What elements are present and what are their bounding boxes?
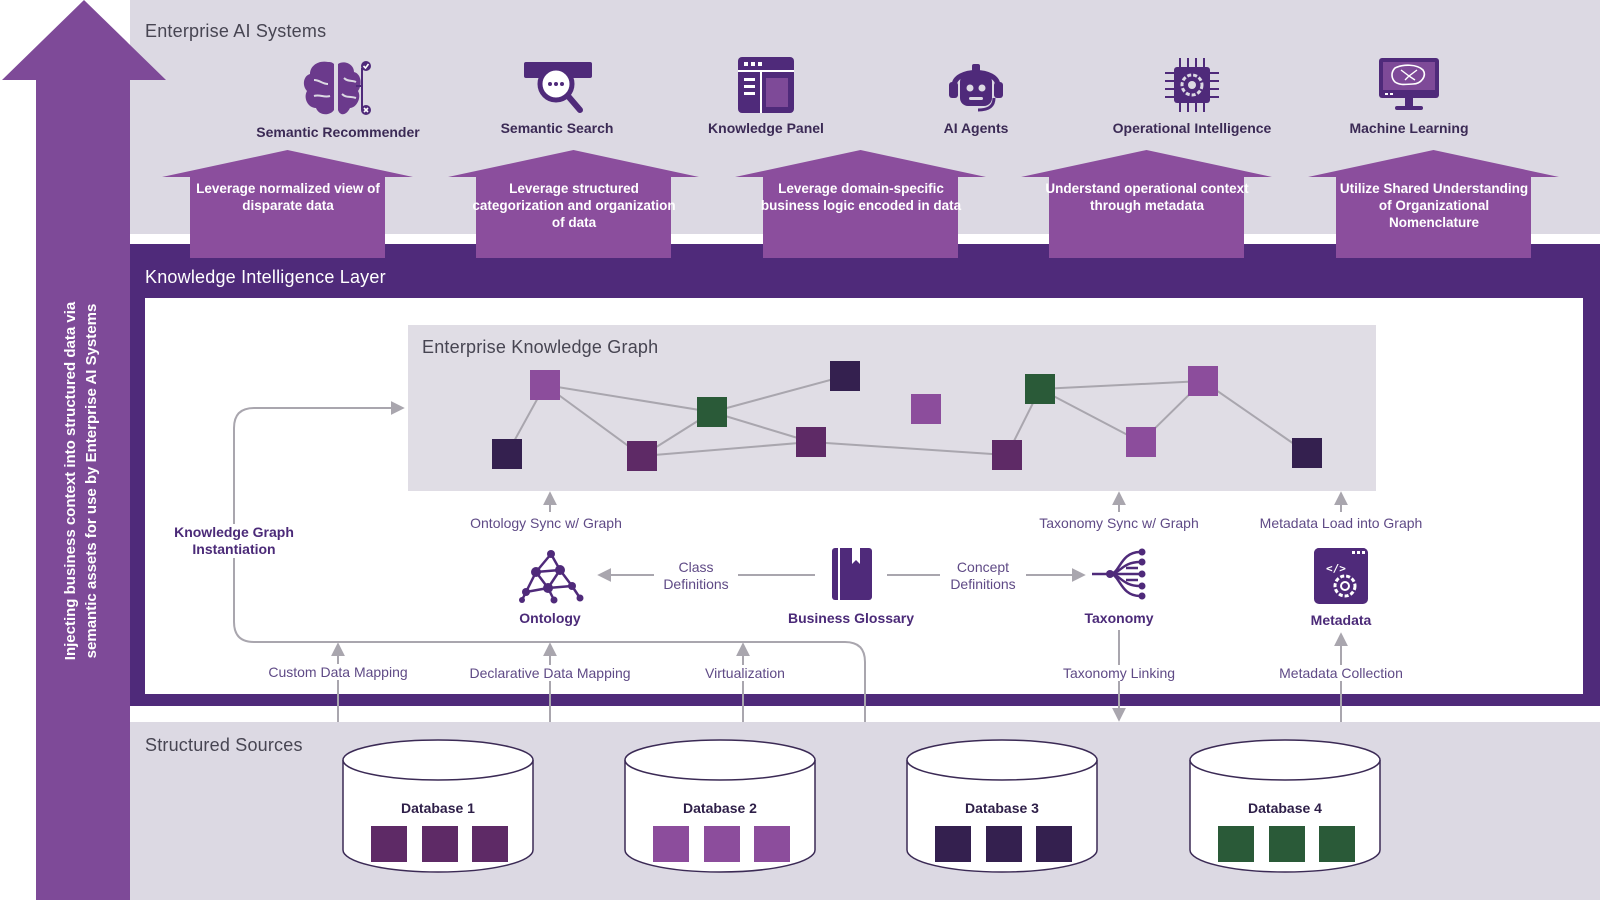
value-prop-text: Utilize Shared Understanding of Organiza… xyxy=(1339,181,1529,230)
tree-branch-icon xyxy=(1092,548,1146,600)
graph-node xyxy=(830,361,860,391)
data-block xyxy=(1218,826,1254,862)
database-label: Database 3 xyxy=(965,800,1039,816)
graph-node xyxy=(530,370,560,400)
graph-node xyxy=(627,441,657,471)
tool-label-taxonomy: Taxonomy xyxy=(1084,610,1154,626)
data-block xyxy=(371,826,407,862)
section-title-structured-sources: Structured Sources xyxy=(145,735,303,755)
code-gear-icon: </> xyxy=(1314,548,1368,604)
flow-label-taxonomy-sync: Taxonomy Sync w/ Graph xyxy=(1036,515,1202,531)
graph-node xyxy=(1126,427,1156,457)
book-icon xyxy=(832,548,872,600)
robot-headset-icon xyxy=(949,64,1003,112)
flow-label-metadata-load: Metadata Load into Graph xyxy=(1256,515,1426,531)
database-label: Database 4 xyxy=(1248,800,1322,816)
section-title-enterprise-ai: Enterprise AI Systems xyxy=(145,21,327,41)
ai-system-label: Operational Intelligence xyxy=(1112,120,1272,136)
data-block xyxy=(1036,826,1072,862)
graph-node xyxy=(796,427,826,457)
value-prop-text: Leverage domain-specific business logic … xyxy=(760,181,962,213)
ai-system-label: Semantic Search xyxy=(500,120,614,136)
data-block xyxy=(935,826,971,862)
value-prop-arrow: Leverage normalized view of disparate da… xyxy=(160,150,415,258)
value-prop-arrow: Utilize Shared Understanding of Organiza… xyxy=(1306,150,1561,258)
database-cylinder: Database 2 xyxy=(623,738,817,878)
value-prop-text: Understand operational context through m… xyxy=(1045,181,1249,213)
graph-node xyxy=(1292,438,1322,468)
flow-label-metadata-collection: Metadata Collection xyxy=(1276,665,1406,681)
section-title-knowledge-layer: Knowledge Intelligence Layer xyxy=(145,267,386,287)
graph-node xyxy=(992,440,1022,470)
value-prop-arrow: Leverage structured categorization and o… xyxy=(446,150,701,258)
value-prop-arrow: Leverage domain-specific business logic … xyxy=(733,150,988,258)
database-cylinder: Database 3 xyxy=(905,738,1099,878)
flow-label-ontology-sync: Ontology Sync w/ Graph xyxy=(467,515,625,531)
flow-label-declarative-mapping: Declarative Data Mapping xyxy=(466,665,634,681)
graph-node xyxy=(697,397,727,427)
graph-node xyxy=(1025,374,1055,404)
data-block xyxy=(986,826,1022,862)
brain-check-icon xyxy=(303,61,371,115)
data-block xyxy=(653,826,689,862)
knowledge-graph-title: Enterprise Knowledge Graph xyxy=(422,337,659,357)
flow-label-taxonomy-linking: Taxonomy Linking xyxy=(1059,665,1179,681)
flow-label-virtualization: Virtualization xyxy=(702,665,788,681)
database-cylinder: Database 4 xyxy=(1188,738,1382,878)
tool-label-business-glossary: Business Glossary xyxy=(787,610,915,626)
side-arrow-text: Injecting business context into structur… xyxy=(62,301,100,661)
ai-system-label: Machine Learning xyxy=(1349,120,1469,136)
ai-system-label: AI Agents xyxy=(943,120,1009,136)
graph-node xyxy=(911,394,941,424)
data-block xyxy=(472,826,508,862)
data-block xyxy=(422,826,458,862)
tool-label-ontology: Ontology xyxy=(519,610,581,626)
panel-layout-icon xyxy=(738,57,794,113)
flow-label-custom-mapping: Custom Data Mapping xyxy=(265,664,411,680)
flow-label-kg-instantiation: Knowledge Graph Instantiation xyxy=(164,524,304,558)
database-label: Database 1 xyxy=(401,800,475,816)
ai-system-label: Knowledge Panel xyxy=(708,120,824,136)
database-cylinder: Database 1 xyxy=(341,738,535,878)
flow-label-concept-definitions: Concept Definitions xyxy=(940,559,1026,593)
value-prop-text: Leverage structured categorization and o… xyxy=(472,181,676,230)
database-label: Database 2 xyxy=(683,800,757,816)
chip-gear-icon xyxy=(1165,58,1219,112)
data-block xyxy=(1269,826,1305,862)
data-block xyxy=(1319,826,1355,862)
data-block xyxy=(704,826,740,862)
search-chat-icon xyxy=(524,62,592,113)
value-prop-text: Leverage normalized view of disparate da… xyxy=(196,181,380,213)
upward-arrow xyxy=(2,0,166,900)
network-icon xyxy=(519,550,584,604)
tool-label-metadata: Metadata xyxy=(1310,612,1372,628)
svg-text:</>: </> xyxy=(1326,562,1346,575)
monitor-brain-icon xyxy=(1379,58,1439,110)
flow-label-class-definitions: Class Definitions xyxy=(654,559,738,593)
value-prop-arrow: Understand operational context through m… xyxy=(1019,150,1274,258)
graph-node xyxy=(492,439,522,469)
ai-system-label: Semantic Recommender xyxy=(256,124,420,140)
data-block xyxy=(754,826,790,862)
graph-node xyxy=(1188,366,1218,396)
